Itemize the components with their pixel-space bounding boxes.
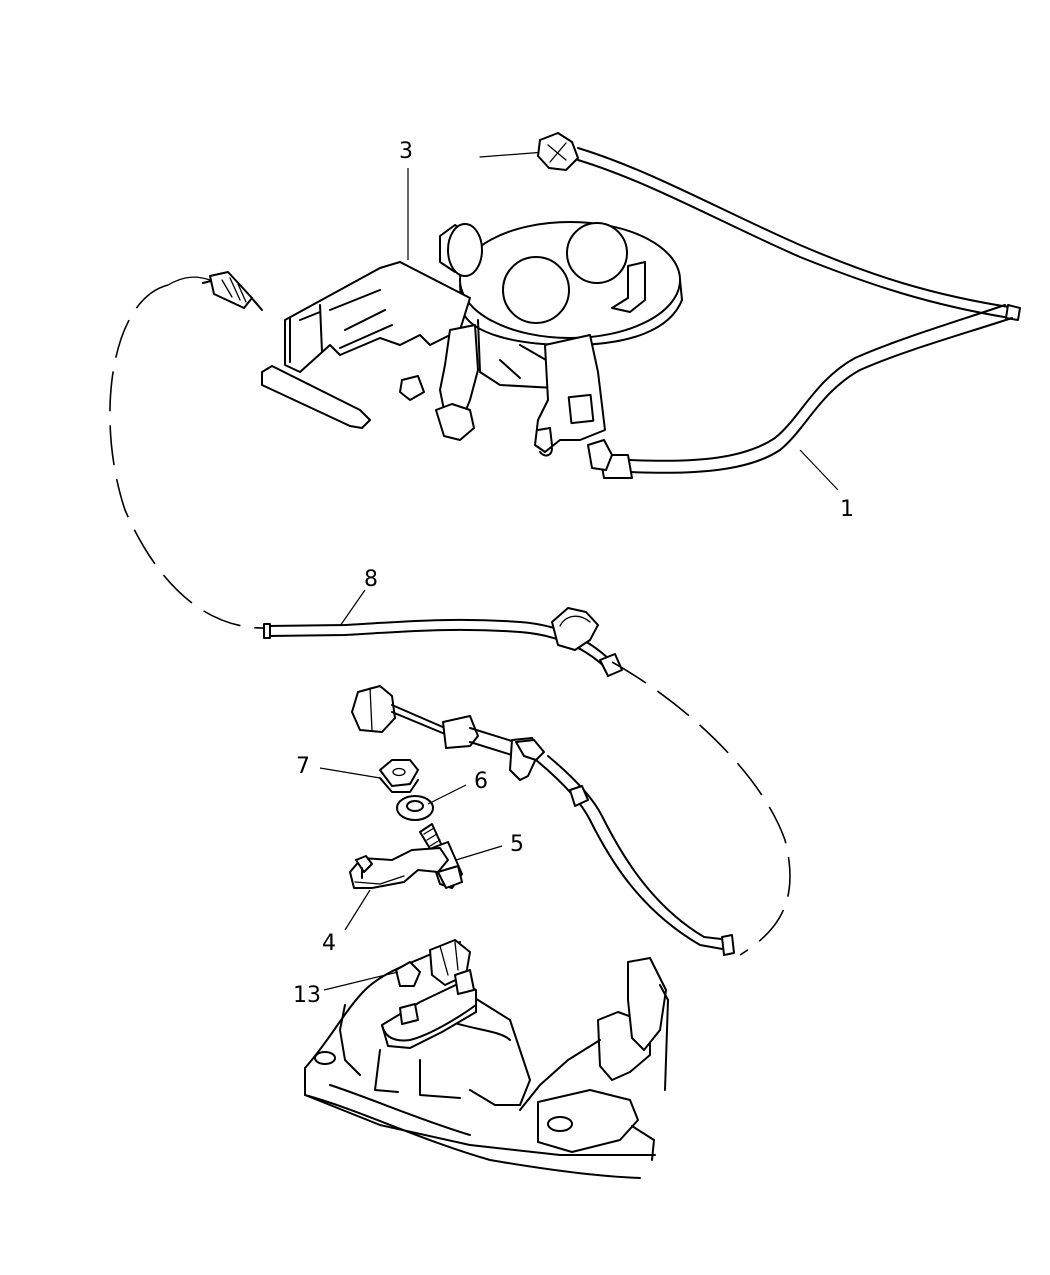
- callout-13: 13: [293, 983, 321, 1008]
- callout-3: 3: [399, 139, 413, 164]
- callout-7: 7: [296, 754, 310, 779]
- callout-5: 5: [510, 832, 524, 857]
- callout-1: 1: [840, 497, 854, 522]
- cable-end-connector: [202, 271, 263, 311]
- kickdown-cable: [109, 276, 791, 956]
- callout-6: 6: [474, 769, 488, 794]
- leader-lines: [319, 168, 839, 991]
- callout-4: 4: [322, 931, 336, 956]
- throttle-lever: [349, 847, 449, 889]
- callout-8: 8: [364, 567, 378, 592]
- transmission-housing: [304, 939, 669, 1179]
- callouts: 1 3 4 5 6 7 8 13: [293, 139, 854, 1008]
- nut: [379, 759, 419, 793]
- throttle-body: [439, 221, 683, 457]
- cable-bracket: [261, 261, 479, 441]
- washer: [396, 795, 434, 821]
- lower-cable-housing: [351, 685, 735, 956]
- throttle-cable: [479, 132, 1021, 479]
